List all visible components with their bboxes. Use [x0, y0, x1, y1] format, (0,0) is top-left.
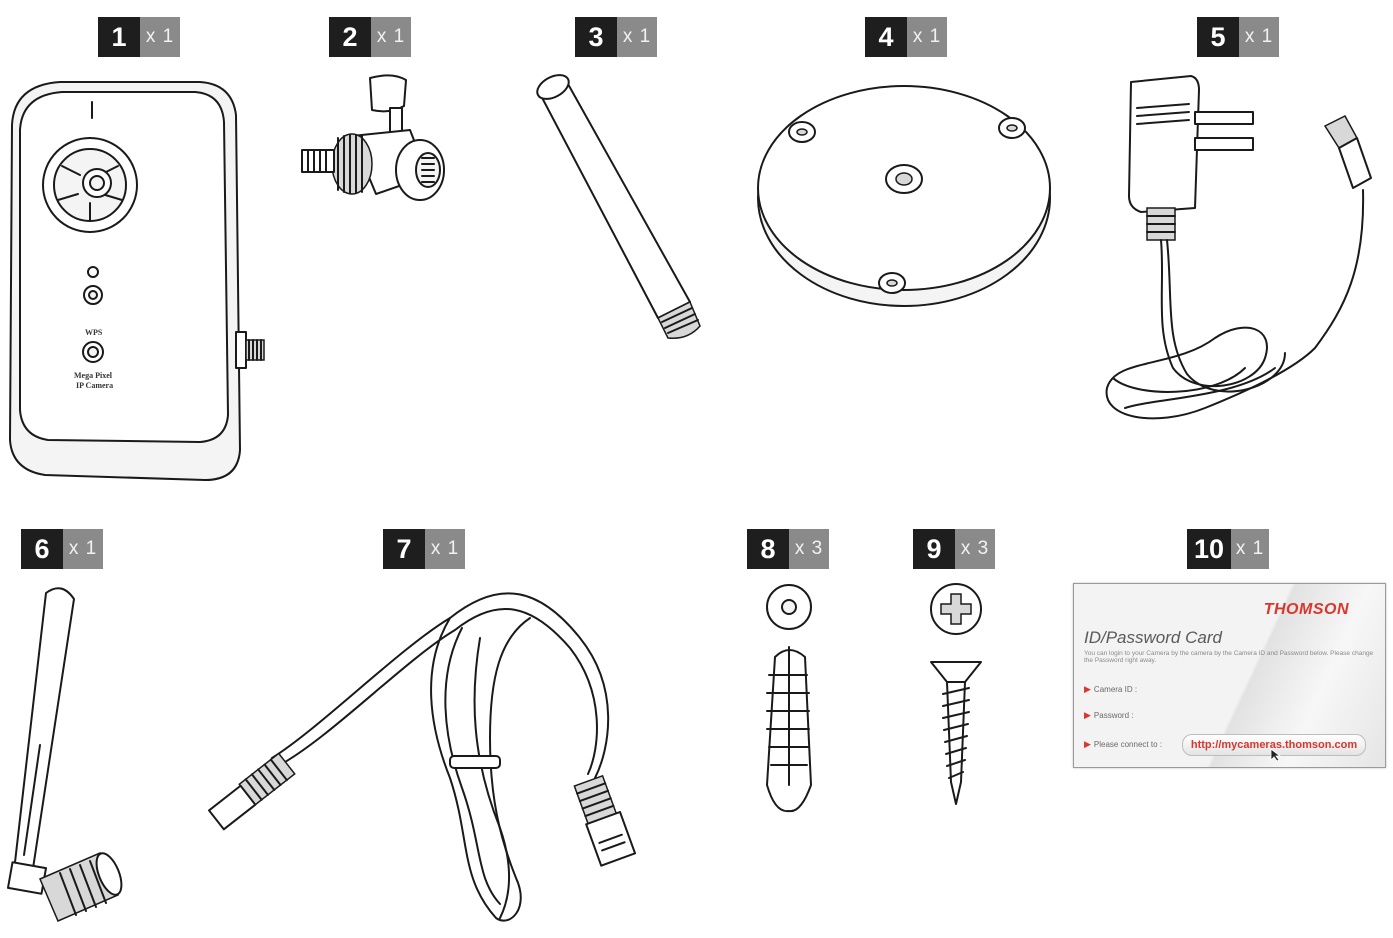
item-4-label: 4 x 1 — [865, 17, 947, 57]
item-number: 5 — [1197, 17, 1239, 57]
base-plate-icon — [757, 85, 1051, 307]
card-description: You can login to your Camera by the came… — [1084, 650, 1374, 664]
item-6-label: 6 x 1 — [21, 529, 103, 569]
item-9-label: 9 x 3 — [913, 529, 995, 569]
item-quantity: x 1 — [907, 17, 947, 57]
antenna-icon — [7, 587, 123, 922]
item-number: 6 — [21, 529, 63, 569]
password-card: THOMSON ID/Password Card You can login t… — [1073, 583, 1386, 768]
item-quantity: x 1 — [63, 529, 103, 569]
password-label: Password : — [1093, 711, 1134, 720]
item-quantity: x 1 — [617, 17, 657, 57]
item-10-label: 10 x 1 — [1187, 529, 1269, 569]
wall-plug-icon — [766, 584, 812, 813]
camera-id-row: ▶ Camera ID : — [1084, 684, 1137, 695]
item-3-label: 3 x 1 — [575, 17, 657, 57]
item-2-label: 2 x 1 — [329, 17, 411, 57]
item-number: 1 — [98, 17, 140, 57]
item-1-label: 1 x 1 — [98, 17, 180, 57]
cursor-icon — [1270, 748, 1282, 762]
rod-icon — [536, 74, 701, 339]
item-number: 4 — [865, 17, 907, 57]
camera-icon: WPS Mega Pixel IP Camera — [9, 81, 265, 481]
item-quantity: x 1 — [140, 17, 180, 57]
item-5-label: 5 x 1 — [1197, 17, 1279, 57]
bullet-arrow-icon: ▶ — [1084, 710, 1091, 720]
item-number: 8 — [747, 529, 789, 569]
item-quantity: x 1 — [425, 529, 465, 569]
item-quantity: x 1 — [1239, 17, 1279, 57]
item-quantity: x 1 — [1231, 529, 1269, 569]
item-number: 2 — [329, 17, 371, 57]
connect-label: Please connect to : — [1093, 740, 1162, 749]
camera-id-label: Camera ID : — [1093, 685, 1138, 694]
item-number: 9 — [913, 529, 955, 569]
item-number: 7 — [383, 529, 425, 569]
item-quantity: x 3 — [789, 529, 829, 569]
wps-label: WPS — [85, 328, 103, 337]
item-number: 3 — [575, 17, 617, 57]
item-8-label: 8 x 3 — [747, 529, 829, 569]
bracket-icon — [301, 74, 445, 201]
card-brand: THOMSON — [1263, 601, 1349, 618]
connect-row: ▶ Please connect to : — [1084, 739, 1162, 750]
password-row: ▶ Password : — [1084, 710, 1134, 721]
item-quantity: x 3 — [955, 529, 995, 569]
item-number: 10 — [1187, 529, 1231, 569]
card-url: http://mycameras.thomson.com — [1182, 734, 1366, 756]
screw-icon — [930, 583, 982, 805]
item-quantity: x 1 — [371, 17, 411, 57]
camera-model-line2: IP Camera — [76, 381, 113, 390]
item-7-label: 7 x 1 — [383, 529, 465, 569]
bullet-arrow-icon: ▶ — [1084, 684, 1091, 694]
ethernet-cable-icon — [208, 592, 637, 922]
bullet-arrow-icon: ▶ — [1084, 739, 1091, 749]
power-adapter-icon — [1105, 75, 1372, 420]
card-title: ID/Password Card — [1084, 628, 1222, 647]
camera-model-line1: Mega Pixel — [74, 371, 113, 380]
